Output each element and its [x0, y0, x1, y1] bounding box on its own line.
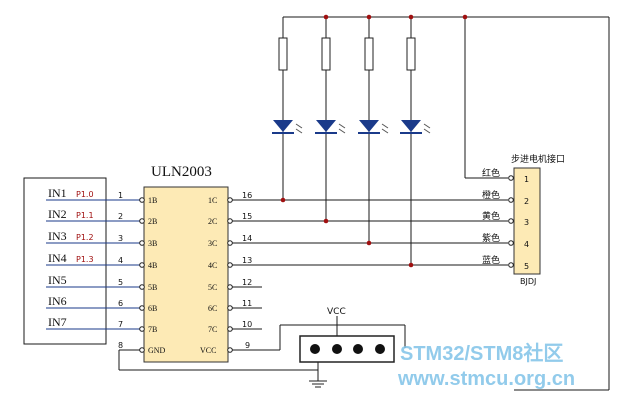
svg-text:红色: 红色: [482, 167, 500, 179]
motor-connector-circles: [508, 175, 514, 268]
motor-wire-colors: 红色 橙色 黄色 紫色 蓝色: [482, 167, 500, 266]
resistor-3: [364, 37, 374, 71]
input-label-in2: IN2: [48, 207, 67, 221]
right-pin-names: 1C 2C 3C 4C 5C 6C 7C VCC: [200, 196, 217, 355]
svg-text:3: 3: [524, 218, 529, 227]
input-label-in7: IN7: [48, 315, 67, 329]
led-4: [400, 120, 431, 134]
svg-text:5: 5: [524, 262, 529, 271]
port-label-p11: P1.1: [76, 211, 94, 220]
port-label-p13: P1.3: [76, 255, 94, 264]
ground-symbol: [309, 380, 327, 388]
input-connector-frame: [23, 177, 107, 345]
svg-text:10: 10: [242, 320, 252, 329]
svg-text:8: 8: [118, 341, 123, 350]
input-label-in5: IN5: [48, 273, 67, 287]
svg-text:VCC: VCC: [200, 346, 216, 355]
left-pin-numbers: 1 2 3 4 5 6 7 8: [118, 191, 123, 350]
svg-text:2B: 2B: [148, 217, 157, 226]
jumper-pins: [310, 344, 385, 354]
svg-text:6B: 6B: [148, 304, 157, 313]
svg-text:7B: 7B: [148, 325, 157, 334]
svg-text:3: 3: [118, 234, 123, 243]
motor-pin-numbers: 1 2 3 4 5: [524, 175, 529, 271]
svg-text:4: 4: [524, 240, 529, 249]
svg-text:蓝色: 蓝色: [482, 254, 500, 266]
resistors: [278, 37, 416, 71]
svg-text:11: 11: [242, 299, 252, 308]
svg-text:2: 2: [524, 197, 529, 206]
input-label-in6: IN6: [48, 294, 67, 308]
motor-connector-body: [513, 167, 541, 275]
svg-text:6C: 6C: [208, 304, 217, 313]
port-label-p12: P1.2: [76, 233, 94, 242]
right-pin-circles: [227, 197, 233, 353]
svg-text:9: 9: [245, 341, 250, 350]
svg-text:紫色: 紫色: [482, 232, 500, 244]
svg-text:1C: 1C: [208, 196, 217, 205]
watermark-line-1: STM32/STM8社区: [400, 341, 563, 365]
right-pin-numbers: 16 15 14 13 12 11 10 9: [242, 191, 252, 350]
power-wires: [118, 316, 406, 381]
motor-connector-designator: BJDJ: [520, 277, 536, 286]
input-label-in3: IN3: [48, 229, 67, 243]
led-1: [272, 120, 303, 134]
svg-text:2: 2: [118, 212, 123, 221]
svg-text:GND: GND: [148, 346, 166, 355]
svg-text:6: 6: [118, 299, 123, 308]
junction-dots: [280, 14, 468, 268]
motor-connector-title: 步进电机接口: [511, 153, 565, 165]
vcc-label: VCC: [327, 307, 346, 317]
watermark-line-2: www.stmcu.org.cn: [397, 368, 575, 390]
svg-text:12: 12: [242, 278, 252, 287]
svg-text:3B: 3B: [148, 239, 157, 248]
svg-text:4B: 4B: [148, 261, 157, 270]
resistor-4: [406, 37, 416, 71]
svg-text:14: 14: [242, 234, 252, 243]
input-label-in1: IN1: [48, 186, 67, 200]
svg-text:1: 1: [524, 175, 529, 184]
port-label-p10: P1.0: [76, 190, 94, 199]
unused-output-stubs: [232, 286, 262, 330]
output-wires: [232, 199, 508, 266]
svg-text:5C: 5C: [208, 283, 217, 292]
resistor-1: [278, 37, 288, 71]
svg-text:1B: 1B: [148, 196, 157, 205]
uln2003-ic-body: [143, 186, 229, 363]
input-label-in4: IN4: [48, 251, 67, 265]
svg-text:16: 16: [242, 191, 252, 200]
svg-text:5: 5: [118, 278, 123, 287]
input-wires: [46, 199, 140, 330]
resistor-2: [321, 37, 331, 71]
svg-text:2C: 2C: [208, 217, 217, 226]
svg-text:7: 7: [118, 320, 123, 329]
svg-text:15: 15: [242, 212, 252, 221]
svg-text:4: 4: [118, 256, 123, 265]
left-pin-circles: [139, 197, 145, 353]
svg-text:7C: 7C: [208, 325, 217, 334]
svg-text:13: 13: [242, 256, 252, 265]
svg-text:1: 1: [118, 191, 123, 200]
svg-text:3C: 3C: [208, 239, 217, 248]
led-3: [358, 120, 389, 134]
svg-text:4C: 4C: [208, 261, 217, 270]
ic-title: ULN2003: [151, 164, 212, 180]
svg-text:橙色: 橙色: [482, 189, 500, 201]
svg-text:5B: 5B: [148, 283, 157, 292]
led-branches: [282, 16, 610, 391]
led-symbols: [272, 120, 431, 134]
svg-text:黄色: 黄色: [482, 210, 500, 222]
led-2: [315, 120, 346, 134]
left-pin-names: 1B 2B 3B 4B 5B 6B 7B GND: [148, 196, 166, 355]
